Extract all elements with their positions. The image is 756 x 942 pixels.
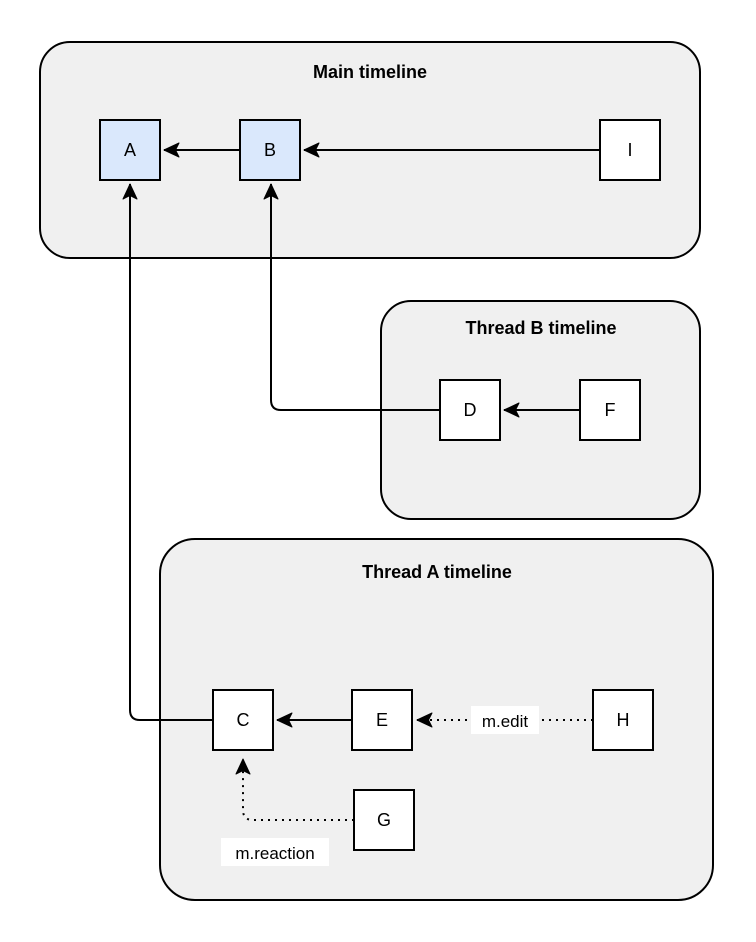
node-H-box	[592, 689, 654, 751]
edge-label-medit: m.edit	[471, 706, 539, 734]
node-G-box	[353, 789, 415, 851]
node-H: H	[592, 689, 654, 751]
edge-d-to-b	[263, 183, 440, 411]
node-F-box	[579, 379, 641, 441]
edge-label-mreaction-bg	[221, 838, 329, 866]
node-I: I	[599, 119, 661, 181]
node-H-label: H	[617, 710, 630, 730]
edge-label-mreaction-text: m.reaction	[235, 844, 314, 863]
node-C-box	[212, 689, 274, 751]
node-G-label: G	[377, 810, 391, 830]
edge-label-medit-text: m.edit	[482, 712, 529, 731]
thread-b-timeline-title: Thread B timeline	[465, 318, 616, 338]
node-B-label: B	[264, 140, 276, 160]
node-E: E	[351, 689, 413, 751]
edge-c-to-a	[122, 183, 213, 721]
node-F-label: F	[605, 400, 616, 420]
thread-a-timeline-title: Thread A timeline	[362, 562, 512, 582]
node-E-label: E	[376, 710, 388, 730]
edge-label-medit-bg	[471, 706, 539, 734]
node-A: A	[99, 119, 161, 181]
node-A-box	[99, 119, 161, 181]
node-C: C	[212, 689, 274, 751]
node-D-label: D	[464, 400, 477, 420]
node-I-label: I	[627, 140, 632, 160]
node-A-label: A	[124, 140, 136, 160]
node-F: F	[579, 379, 641, 441]
node-B-box	[239, 119, 301, 181]
node-C-label: C	[237, 710, 250, 730]
edge-label-mreaction: m.reaction	[221, 838, 329, 866]
node-E-box	[351, 689, 413, 751]
node-B: B	[239, 119, 301, 181]
node-I-box	[599, 119, 661, 181]
main-timeline-title: Main timeline	[313, 62, 427, 82]
node-D-box	[439, 379, 501, 441]
node-G: G	[353, 789, 415, 851]
node-D: D	[439, 379, 501, 441]
